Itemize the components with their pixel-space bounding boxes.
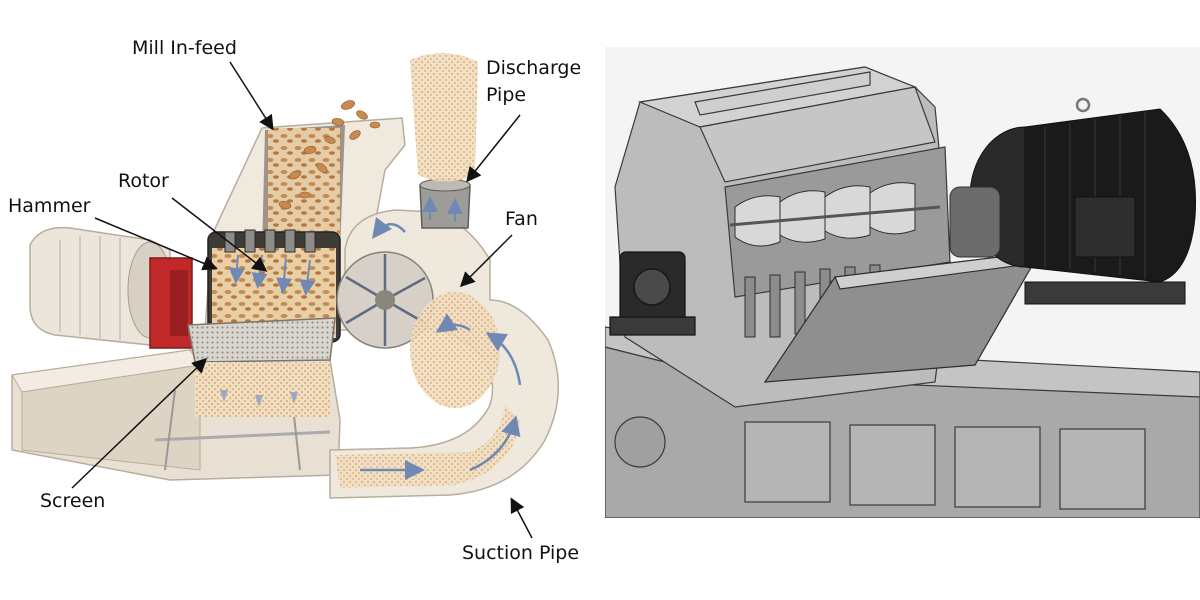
label-hammer: Hammer bbox=[8, 195, 91, 217]
screen-leader bbox=[71, 357, 208, 489]
cad-coupling bbox=[949, 186, 1001, 258]
suction-pipe-leader bbox=[510, 497, 533, 539]
hammer-mill-cutaway-diagram bbox=[11, 52, 560, 539]
fan-leader bbox=[459, 234, 513, 288]
label-screen: Screen bbox=[40, 490, 106, 512]
label-discharge-line2: Pipe bbox=[486, 84, 527, 106]
cad-rotor bbox=[729, 182, 941, 247]
hammer-mill-cad-render bbox=[605, 47, 1200, 518]
motor bbox=[29, 226, 193, 349]
label-discharge-line1: Discharge bbox=[486, 57, 582, 79]
label-fan: Fan bbox=[505, 208, 538, 230]
label-mill-infeed: Mill In-feed bbox=[132, 37, 237, 59]
fan-housing bbox=[329, 209, 560, 499]
label-discharge-pipe: Discharge Pipe bbox=[486, 55, 581, 109]
screen-plate bbox=[187, 317, 336, 417]
mill-infeed-leader bbox=[229, 61, 274, 131]
label-suction-pipe: Suction Pipe bbox=[462, 542, 580, 564]
label-rotor: Rotor bbox=[118, 170, 169, 192]
rotor-leader bbox=[171, 197, 268, 272]
discharge-pipe-leader bbox=[466, 114, 521, 183]
wood-chip-feed bbox=[278, 100, 381, 210]
hammer-leader bbox=[94, 217, 218, 271]
callout-leaders bbox=[71, 61, 533, 539]
cad-bearing-block bbox=[609, 251, 696, 336]
discharge-pipe bbox=[410, 52, 478, 229]
